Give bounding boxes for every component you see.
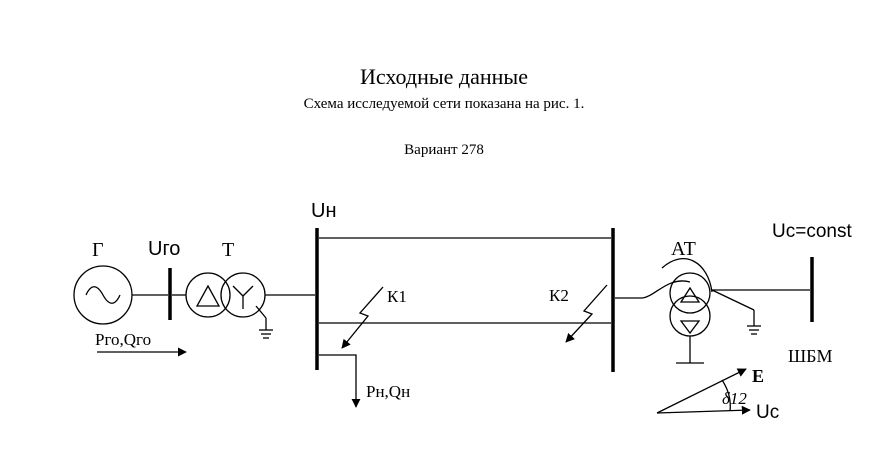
generator-voltage-label: Uго — [148, 238, 180, 260]
variant-label: Вариант 278 — [404, 142, 484, 158]
fault-k1-label: К1 — [387, 287, 407, 306]
fault-k2-symbol — [565, 284, 608, 343]
transformer-t-ground — [255, 305, 273, 339]
document-subtitle: Схема исследуемой сети показана на рис. … — [303, 96, 585, 112]
phasor-diagram — [656, 368, 751, 415]
fault-k2-label: К2 — [549, 286, 569, 305]
load-arrow — [319, 354, 361, 408]
transformer-t-label: Т — [222, 239, 234, 261]
generator-symbol — [73, 265, 133, 325]
phasor-angle-label: δ12 — [722, 389, 747, 408]
generator-power-label: Pго,Qго — [95, 330, 151, 349]
load-power-label: Pн,Qн — [366, 382, 410, 401]
phasor-voltage-label: Uc — [756, 402, 779, 423]
autotransformer-symbol — [661, 258, 713, 337]
phasor-emf-label: E — [752, 366, 764, 386]
autotransformer-lead — [615, 280, 691, 299]
fault-k1-symbol — [341, 286, 384, 349]
system-voltage-label: Uc=const — [772, 221, 852, 242]
autotransformer-ground — [711, 289, 761, 335]
document-title: Исходные данные — [360, 64, 528, 89]
generator-label: Г — [92, 239, 104, 261]
transformer-t-symbol — [185, 272, 266, 318]
autotransformer-label: АТ — [671, 238, 696, 260]
infinite-bus-label: ШБМ — [788, 346, 833, 366]
load-bus-voltage-label: Uн — [311, 200, 337, 222]
